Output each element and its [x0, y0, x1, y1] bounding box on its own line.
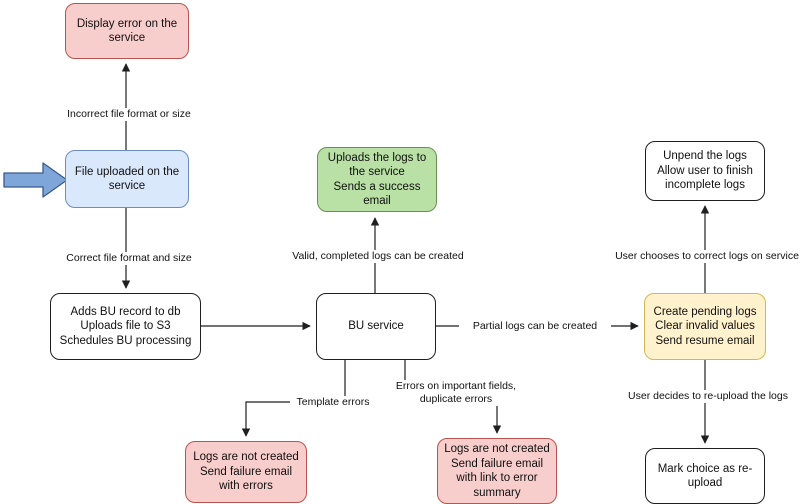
entry-block-arrow [3, 162, 68, 198]
node-mark-reupload[interactable]: Mark choice as re- upload [645, 448, 765, 504]
edge-label-important-errors: Errors on important fields, duplicate er… [392, 380, 520, 406]
edge-label-user-reupload: User decides to re-upload the logs [613, 390, 801, 403]
node-logs-not-created-template[interactable]: Logs are not created Send failure email … [185, 441, 307, 503]
edge-label-valid-logs: Valid, completed logs can be created [283, 250, 473, 263]
node-logs-not-created-fields[interactable]: Logs are not created Send failure email … [437, 438, 557, 504]
node-display-error[interactable]: Display error on the service [65, 3, 189, 59]
node-bu-service[interactable]: BU service [316, 293, 436, 360]
node-uploads-logs[interactable]: Uploads the logs to the service Sends a … [317, 147, 437, 212]
edge-label-partial-logs: Partial logs can be created [459, 320, 611, 333]
edge-label-correct-format: Correct file format and size [57, 252, 201, 265]
edge-label-incorrect-format: Incorrect file format or size [58, 108, 200, 121]
node-adds-bu-record[interactable]: Adds BU record to db Uploads file to S3 … [50, 293, 201, 360]
node-file-uploaded[interactable]: File uploaded on the service [65, 150, 189, 208]
node-unpend-logs[interactable]: Unpend the logs Allow user to finish inc… [645, 141, 765, 201]
edge-label-user-corrects: User chooses to correct logs on service [608, 250, 801, 263]
node-create-pending[interactable]: Create pending logs Clear invalid values… [644, 293, 766, 360]
edge-label-template-errors: Template errors [290, 396, 376, 409]
